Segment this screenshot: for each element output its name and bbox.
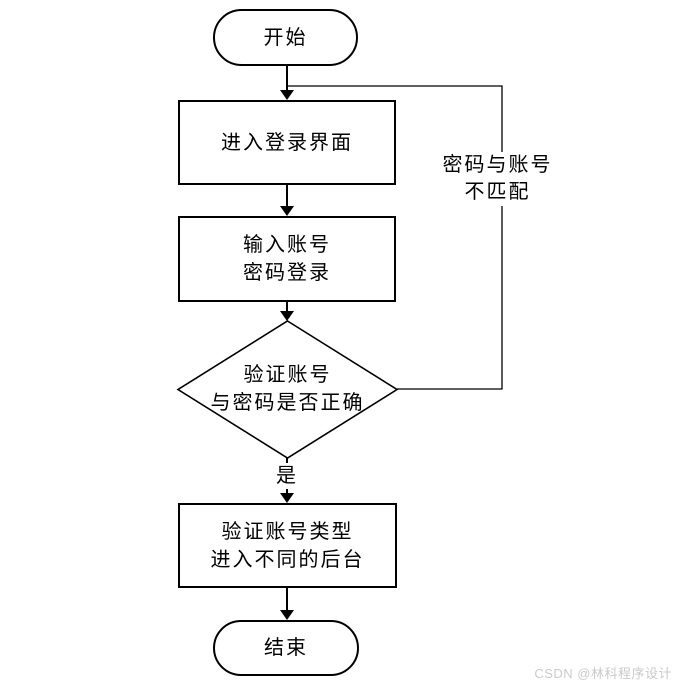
node-end-label: 结束 [264, 637, 308, 659]
node-verify-type-line1: 验证账号类型 [221, 520, 354, 543]
node-end: 结束 [213, 620, 359, 676]
node-decision-label: 验证账号 与密码是否正确 [178, 361, 397, 417]
node-verify-type: 验证账号类型 进入不同的后台 [178, 503, 397, 588]
node-enter-login-label: 进入登录界面 [221, 131, 353, 154]
edge-label-mismatch: 密码与账号 不匹配 [435, 152, 560, 206]
edge-label-mismatch-line1: 密码与账号 [442, 154, 553, 176]
node-enter-login: 进入登录界面 [178, 100, 396, 185]
edge-label-yes: 是 [272, 463, 302, 489]
edge-label-mismatch-line2: 不匹配 [464, 181, 531, 203]
node-verify-type-line2: 进入不同的后台 [210, 548, 365, 571]
arrowhead-verify-type [280, 493, 294, 503]
arrowhead-input [280, 206, 294, 216]
node-input-login: 输入账号 密码登录 [178, 216, 396, 302]
arrowhead-enter-login [280, 90, 294, 100]
node-start: 开始 [213, 9, 358, 66]
arrowhead-end [280, 610, 294, 620]
node-input-login-line2: 密码登录 [243, 262, 331, 284]
node-input-login-line1: 输入账号 [243, 234, 331, 256]
csdn-watermark: CSDN @林科程序设计 [534, 666, 672, 681]
arrowhead-decision [280, 311, 294, 321]
node-decision-line1: 验证账号 [243, 364, 332, 386]
decision-diamond-shape [176, 320, 399, 459]
node-decision-line2: 与密码是否正确 [210, 392, 365, 414]
edge-mismatch-loop [288, 85, 503, 390]
node-start-label: 开始 [263, 26, 308, 49]
